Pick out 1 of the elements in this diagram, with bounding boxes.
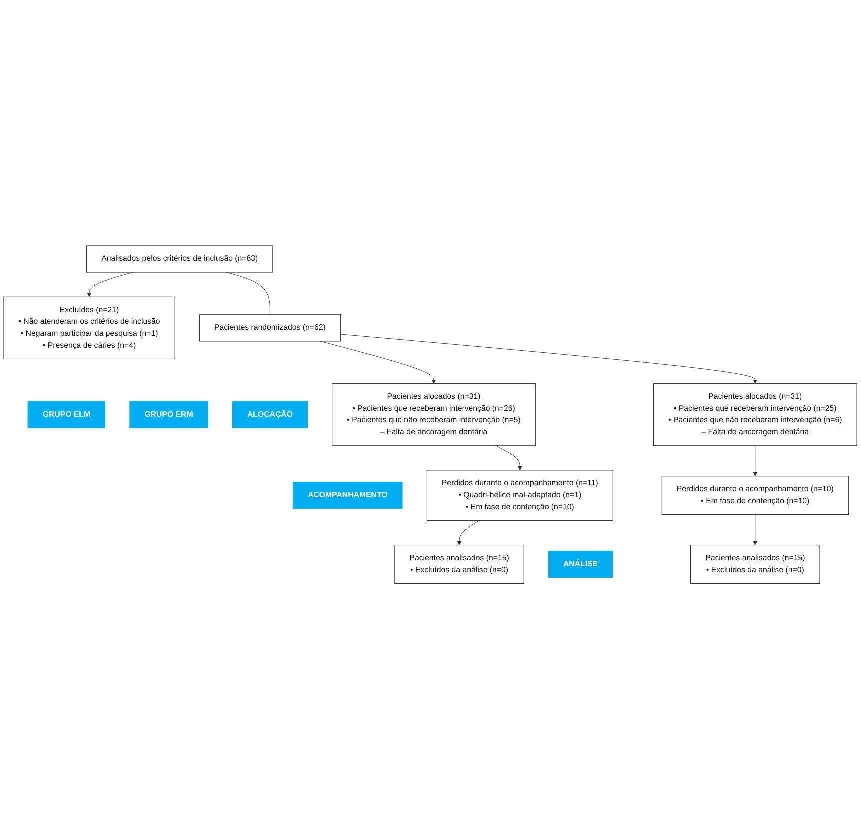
connector <box>226 272 270 316</box>
